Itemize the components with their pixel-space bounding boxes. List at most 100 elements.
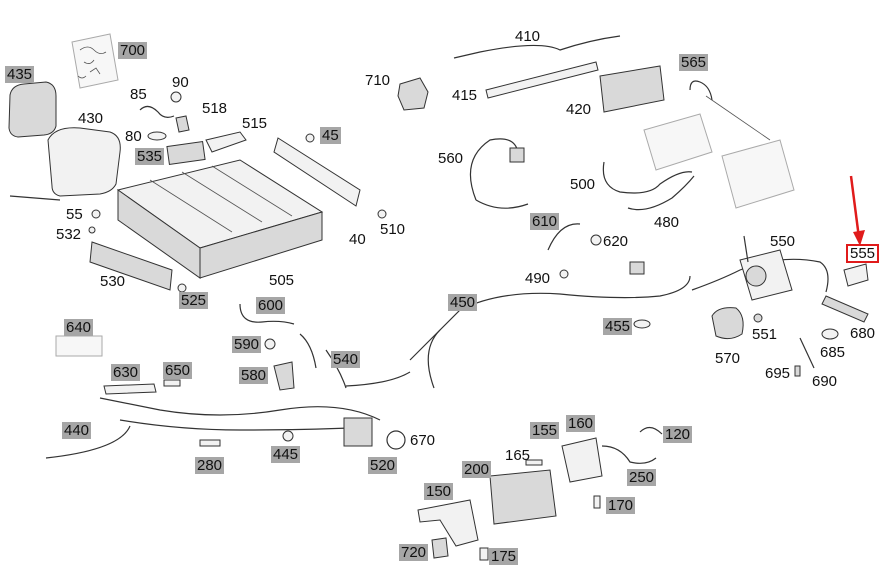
label-420[interactable]: 420 <box>566 101 592 118</box>
label-535[interactable]: 535 <box>135 148 165 165</box>
part-710 <box>397 77 429 111</box>
label-480[interactable]: 480 <box>654 214 680 231</box>
label-565[interactable]: 565 <box>679 54 709 71</box>
part-410-cable <box>453 35 621 59</box>
part-85 <box>139 105 175 118</box>
part-120 <box>639 426 663 435</box>
label-520[interactable]: 520 <box>368 457 398 474</box>
label-630[interactable]: 630 <box>111 364 141 381</box>
label-155[interactable]: 155 <box>530 422 560 439</box>
part-150 <box>417 499 479 547</box>
label-40[interactable]: 40 <box>349 231 366 248</box>
part-690 <box>799 337 815 369</box>
label-600[interactable]: 600 <box>256 297 286 314</box>
label-710[interactable]: 710 <box>365 72 391 89</box>
part-680 <box>821 295 869 323</box>
part-505-battery <box>116 159 324 279</box>
part-445 <box>282 430 294 442</box>
label-170[interactable]: 170 <box>606 497 636 514</box>
part-535 <box>166 141 206 165</box>
label-570[interactable]: 570 <box>715 350 741 367</box>
label-455[interactable]: 455 <box>603 318 633 335</box>
label-640[interactable]: 640 <box>64 319 94 336</box>
label-540[interactable]: 540 <box>331 351 361 368</box>
part-170 <box>593 495 601 509</box>
label-551[interactable]: 551 <box>752 326 778 343</box>
part-435-cover <box>8 81 57 138</box>
label-200[interactable]: 200 <box>462 461 492 478</box>
label-445[interactable]: 445 <box>271 446 301 463</box>
label-500[interactable]: 500 <box>570 176 596 193</box>
part-450-connector <box>629 261 645 275</box>
label-410[interactable]: 410 <box>515 28 541 45</box>
part-160 <box>561 437 603 483</box>
label-450[interactable]: 450 <box>448 294 478 311</box>
part-540-cables <box>299 333 347 389</box>
label-150[interactable]: 150 <box>424 483 454 500</box>
label-280[interactable]: 280 <box>195 457 225 474</box>
part-640-label-sheet <box>55 335 103 357</box>
label-120[interactable]: 120 <box>663 426 693 443</box>
part-420-box <box>599 65 665 113</box>
part-551 <box>753 313 763 323</box>
part-500-cable <box>602 161 693 194</box>
label-160[interactable]: 160 <box>566 415 596 432</box>
label-700[interactable]: 700 <box>118 42 148 59</box>
label-650[interactable]: 650 <box>163 362 193 379</box>
part-620 <box>590 234 602 246</box>
label-85[interactable]: 85 <box>130 86 147 103</box>
part-650 <box>163 379 181 387</box>
label-175[interactable]: 175 <box>489 548 519 565</box>
label-670[interactable]: 670 <box>410 432 436 449</box>
label-250[interactable]: 250 <box>627 469 657 486</box>
part-670 <box>386 430 406 450</box>
label-510[interactable]: 510 <box>380 221 406 238</box>
label-560[interactable]: 560 <box>438 150 464 167</box>
label-80[interactable]: 80 <box>125 128 142 145</box>
part-518 <box>175 115 190 133</box>
part-630 <box>103 383 157 395</box>
label-505[interactable]: 505 <box>269 272 295 289</box>
label-695[interactable]: 695 <box>765 365 791 382</box>
part-200 <box>489 469 557 525</box>
label-685[interactable]: 685 <box>820 344 846 361</box>
label-680[interactable]: 680 <box>850 325 876 342</box>
part-40-rail <box>273 137 361 207</box>
part-610-pipe <box>547 223 581 251</box>
label-720[interactable]: 720 <box>399 544 429 561</box>
label-580[interactable]: 580 <box>239 367 269 384</box>
label-610[interactable]: 610 <box>530 213 560 230</box>
label-415[interactable]: 415 <box>452 87 478 104</box>
charger-unit-2 <box>721 139 795 209</box>
label-515[interactable]: 515 <box>242 115 268 132</box>
label-532[interactable]: 532 <box>56 226 82 243</box>
part-560-harness <box>469 138 529 209</box>
label-518[interactable]: 518 <box>202 100 228 117</box>
label-90[interactable]: 90 <box>172 74 189 91</box>
label-440[interactable]: 440 <box>62 422 92 439</box>
part-570 <box>711 307 744 340</box>
part-175 <box>479 547 489 561</box>
label-525[interactable]: 525 <box>179 292 209 309</box>
label-55[interactable]: 55 <box>66 206 83 223</box>
label-490[interactable]: 490 <box>525 270 551 287</box>
label-430[interactable]: 430 <box>78 110 104 127</box>
part-555 <box>843 263 869 287</box>
label-550[interactable]: 550 <box>770 233 796 250</box>
part-565-cable <box>689 80 713 101</box>
highlight-arrow <box>849 175 865 246</box>
part-415-strap <box>485 61 599 99</box>
part-440-harness <box>45 371 411 459</box>
label-530[interactable]: 530 <box>100 273 126 290</box>
label-590[interactable]: 590 <box>232 336 262 353</box>
label-555-highlighted[interactable]: 555 <box>846 244 880 263</box>
label-165[interactable]: 165 <box>505 447 531 464</box>
label-435[interactable]: 435 <box>5 66 35 83</box>
label-690[interactable]: 690 <box>812 373 838 390</box>
part-590 <box>264 338 276 350</box>
label-45[interactable]: 45 <box>320 127 341 144</box>
label-620[interactable]: 620 <box>603 233 629 250</box>
part-90 <box>170 91 182 103</box>
